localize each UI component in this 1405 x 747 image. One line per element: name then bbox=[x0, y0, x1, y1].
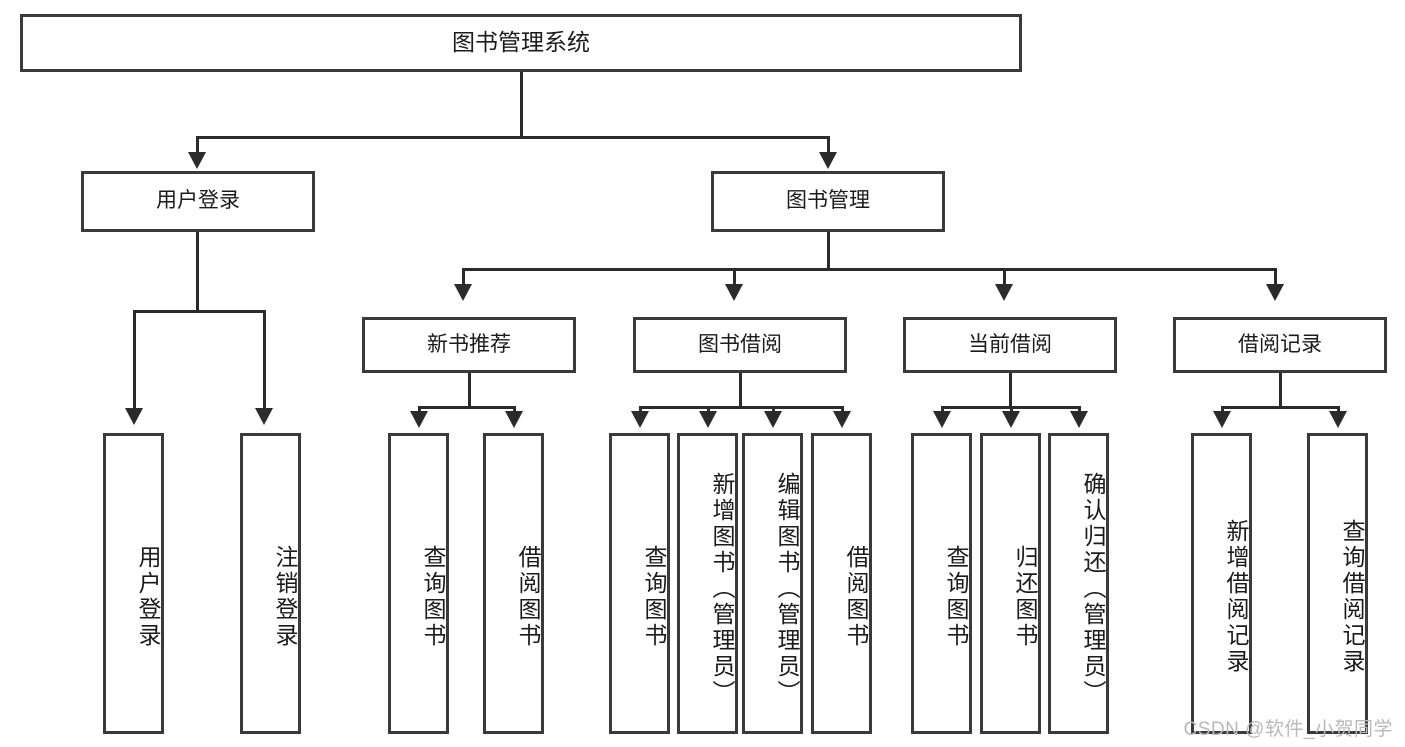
leaf-user-login-0[interactable]: 用户登录 bbox=[103, 433, 164, 734]
arrowhead-records-leaf-0 bbox=[1213, 411, 1231, 428]
arrowhead-current-leaf-2 bbox=[1070, 411, 1088, 428]
leaf-borrow-3[interactable]: 借阅图书 bbox=[811, 433, 872, 734]
node-label: 查询借阅记录 bbox=[1339, 518, 1365, 675]
connector-borrow-stem bbox=[739, 373, 742, 408]
connector-borrow-leaf-0 bbox=[639, 406, 642, 413]
leaf-user-login-1[interactable]: 注销登录 bbox=[240, 433, 301, 734]
node-current-borrow[interactable]: 当前借阅 bbox=[903, 317, 1117, 373]
connector-new-book-bus bbox=[418, 406, 516, 409]
arrowhead-root-to-book-management bbox=[819, 152, 837, 169]
arrowhead-borrow-leaf-3 bbox=[833, 411, 851, 428]
node-label: 新书推荐 bbox=[427, 332, 511, 356]
arrowhead-new-book-leaf-1 bbox=[505, 411, 523, 428]
node-label: 用户登录 bbox=[135, 544, 161, 649]
node-new-book-recommend[interactable]: 新书推荐 bbox=[362, 317, 576, 373]
leaf-current-0[interactable]: 查询图书 bbox=[911, 433, 972, 734]
watermark-text: CSDN @软件_小贺同学 bbox=[1183, 719, 1393, 740]
connector-user-login-to-leaf-1 bbox=[263, 310, 266, 410]
node-book-borrow[interactable]: 图书借阅 bbox=[633, 317, 847, 373]
connector-records-leaf-0 bbox=[1221, 406, 1224, 413]
arrowhead-root-to-user-login bbox=[188, 152, 206, 169]
arrowhead-borrow-leaf-1 bbox=[699, 411, 717, 428]
arrowhead-records-leaf-1 bbox=[1329, 411, 1347, 428]
connector-current-leaf-1 bbox=[1010, 406, 1013, 413]
arrowhead-user-login-leaf-0 bbox=[125, 408, 143, 425]
leaf-borrow-2[interactable]: 编辑图书（管理员） bbox=[742, 433, 803, 734]
connector-new-book-leaf-0 bbox=[418, 406, 421, 413]
node-label: 用户登录 bbox=[156, 189, 240, 213]
arrowhead-user-login-leaf-1 bbox=[255, 408, 273, 425]
connector-borrow-leaf-3 bbox=[841, 406, 844, 413]
node-label: 归还图书 bbox=[1012, 544, 1038, 649]
node-label: 新增图书（管理员） bbox=[709, 471, 735, 706]
node-label: 当前借阅 bbox=[968, 332, 1052, 356]
connector-user-login-bus bbox=[133, 310, 266, 313]
node-user-login[interactable]: 用户登录 bbox=[81, 171, 315, 232]
node-label: 借阅图书 bbox=[843, 544, 869, 649]
node-borrow-records[interactable]: 借阅记录 bbox=[1173, 317, 1387, 373]
node-label: 编辑图书（管理员） bbox=[774, 471, 800, 706]
leaf-borrow-0[interactable]: 查询图书 bbox=[609, 433, 670, 734]
connector-borrow-leaf-1 bbox=[707, 406, 710, 413]
connector-new-book-leaf-1 bbox=[513, 406, 516, 413]
arrowhead-borrow-leaf-2 bbox=[764, 411, 782, 428]
node-label: 查询图书 bbox=[420, 544, 446, 649]
arrowhead-bm-borrow bbox=[725, 284, 743, 301]
node-label: 查询图书 bbox=[943, 544, 969, 649]
node-label: 确认归还（管理员） bbox=[1080, 471, 1106, 706]
connector-root-bus bbox=[196, 136, 830, 139]
arrowhead-bm-records bbox=[1266, 284, 1284, 301]
connector-records-leaf-1 bbox=[1337, 406, 1340, 413]
connector-current-leaf-0 bbox=[941, 406, 944, 413]
leaf-new-book-1[interactable]: 借阅图书 bbox=[483, 433, 544, 734]
node-label: 查询图书 bbox=[641, 544, 667, 649]
connector-current-leaf-2 bbox=[1078, 406, 1081, 413]
leaf-new-book-0[interactable]: 查询图书 bbox=[388, 433, 449, 734]
connector-book-management-stem bbox=[827, 232, 830, 270]
arrowhead-borrow-leaf-0 bbox=[631, 411, 649, 428]
connector-records-bus bbox=[1221, 406, 1340, 409]
arrowhead-bm-new-book bbox=[454, 284, 472, 301]
leaf-records-1[interactable]: 查询借阅记录 bbox=[1307, 433, 1368, 734]
connector-bm-to-borrow bbox=[733, 268, 736, 286]
leaf-current-2[interactable]: 确认归还（管理员） bbox=[1048, 433, 1109, 734]
connector-borrow-leaf-2 bbox=[772, 406, 775, 413]
leaf-borrow-1[interactable]: 新增图书（管理员） bbox=[677, 433, 738, 734]
connector-root-stem bbox=[520, 72, 523, 138]
node-label: 新增借阅记录 bbox=[1223, 518, 1249, 675]
connector-records-stem bbox=[1279, 373, 1282, 408]
node-label: 图书借阅 bbox=[698, 332, 782, 356]
node-label: 注销登录 bbox=[272, 544, 298, 649]
leaf-records-0[interactable]: 新增借阅记录 bbox=[1191, 433, 1252, 734]
connector-user-login-stem bbox=[196, 232, 199, 312]
connector-bm-to-new-book bbox=[462, 268, 465, 286]
connector-root-to-book-management bbox=[827, 136, 830, 154]
connector-bm-to-records bbox=[1274, 268, 1277, 286]
node-label: 图书管理系统 bbox=[452, 29, 590, 56]
arrowhead-bm-current bbox=[995, 284, 1013, 301]
arrowhead-current-leaf-0 bbox=[933, 411, 951, 428]
node-label: 借阅图书 bbox=[515, 544, 541, 649]
connector-root-to-user-login bbox=[196, 136, 199, 154]
node-root-book-management-system[interactable]: 图书管理系统 bbox=[20, 14, 1022, 72]
node-label: 借阅记录 bbox=[1238, 332, 1322, 356]
connector-current-stem bbox=[1009, 373, 1012, 408]
connector-borrow-bus bbox=[639, 406, 844, 409]
arrowhead-current-leaf-1 bbox=[1002, 411, 1020, 428]
node-book-management[interactable]: 图书管理 bbox=[711, 171, 945, 232]
node-label: 图书管理 bbox=[786, 189, 870, 213]
connector-new-book-stem bbox=[468, 373, 471, 408]
arrowhead-new-book-leaf-0 bbox=[410, 411, 428, 428]
leaf-current-1[interactable]: 归还图书 bbox=[980, 433, 1041, 734]
connector-bm-to-current bbox=[1003, 268, 1006, 286]
connector-book-management-bus bbox=[462, 268, 1277, 271]
connector-user-login-to-leaf-0 bbox=[133, 310, 136, 410]
